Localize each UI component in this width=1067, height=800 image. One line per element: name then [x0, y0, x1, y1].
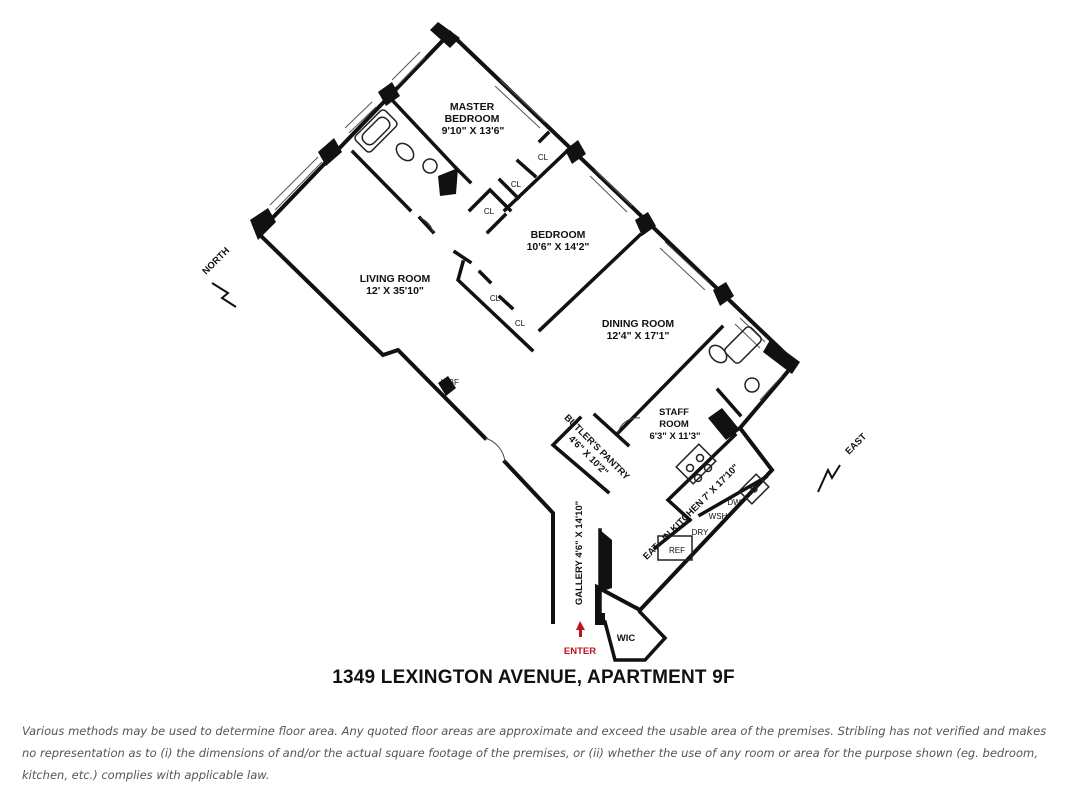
staff-room-dims: 6'3" X 11'3": [649, 431, 700, 442]
east-label: EAST: [843, 431, 869, 457]
bedroom-dims: 10'6" X 14'2": [527, 241, 590, 253]
exterior-walls: [255, 30, 798, 624]
wsh-label: WSH: [709, 512, 728, 521]
north-marker: NORTH: [200, 245, 237, 308]
dw-label: DW: [727, 498, 741, 507]
master-bedroom-label-1: MASTER: [450, 101, 495, 113]
floor-plan: MASTER BEDROOM 9'10" X 13'6" BEDROOM 10'…: [200, 22, 869, 662]
address-title: 1349 LEXINGTON AVENUE, APARTMENT 9F: [332, 667, 735, 688]
kitchen-dims: 7' X 17'10": [700, 462, 741, 503]
ref-label: REF: [669, 546, 685, 555]
interior-walls: [350, 97, 769, 662]
closet-label: CL: [484, 207, 495, 216]
living-room-dims: 12' X 35'10": [366, 285, 424, 297]
closet-label: CL: [511, 180, 522, 189]
north-label: NORTH: [200, 245, 232, 277]
svg-text:GALLERY 4'6" X 14'10": GALLERY 4'6" X 14'10": [574, 501, 585, 605]
master-bedroom-label-2: BEDROOM: [445, 113, 500, 125]
closet-label: CL: [515, 319, 526, 328]
wic-label: WIC: [617, 633, 636, 644]
bedroom-label: BEDROOM: [531, 229, 586, 241]
master-bedroom-dims: 9'10" X 13'6": [442, 125, 505, 137]
windows: [269, 51, 783, 401]
staff-room-label-2: ROOM: [659, 419, 689, 430]
east-marker: EAST: [817, 431, 869, 493]
staff-room-label-1: STAFF: [659, 407, 689, 418]
plumbing-fixtures: [354, 109, 770, 561]
dining-room-label: DINING ROOM: [602, 318, 675, 330]
closet-label: CL: [490, 294, 501, 303]
closet-label: CL: [538, 153, 549, 162]
fixture-labels: WBF REF DRY WSH DW: [441, 378, 741, 555]
wall-columns: [250, 22, 800, 625]
disclaimer-text: Various methods may be used to determine…: [22, 724, 1047, 782]
dining-room-dims: 12'4" X 17'1": [607, 330, 670, 342]
dry-label: DRY: [692, 528, 709, 537]
entry-marker: ENTER: [564, 621, 596, 657]
closet-labels: CL CL CL CL CL: [484, 153, 549, 328]
gallery-dims: 4'6" X 14'10": [574, 501, 585, 558]
gallery-label: GALLERY: [574, 559, 585, 605]
entry-arrow-icon: [576, 621, 585, 637]
entry-label: ENTER: [564, 646, 596, 657]
living-room-label: LIVING ROOM: [360, 273, 431, 285]
wbf-label: WBF: [441, 378, 459, 387]
door-swings: [419, 217, 641, 463]
